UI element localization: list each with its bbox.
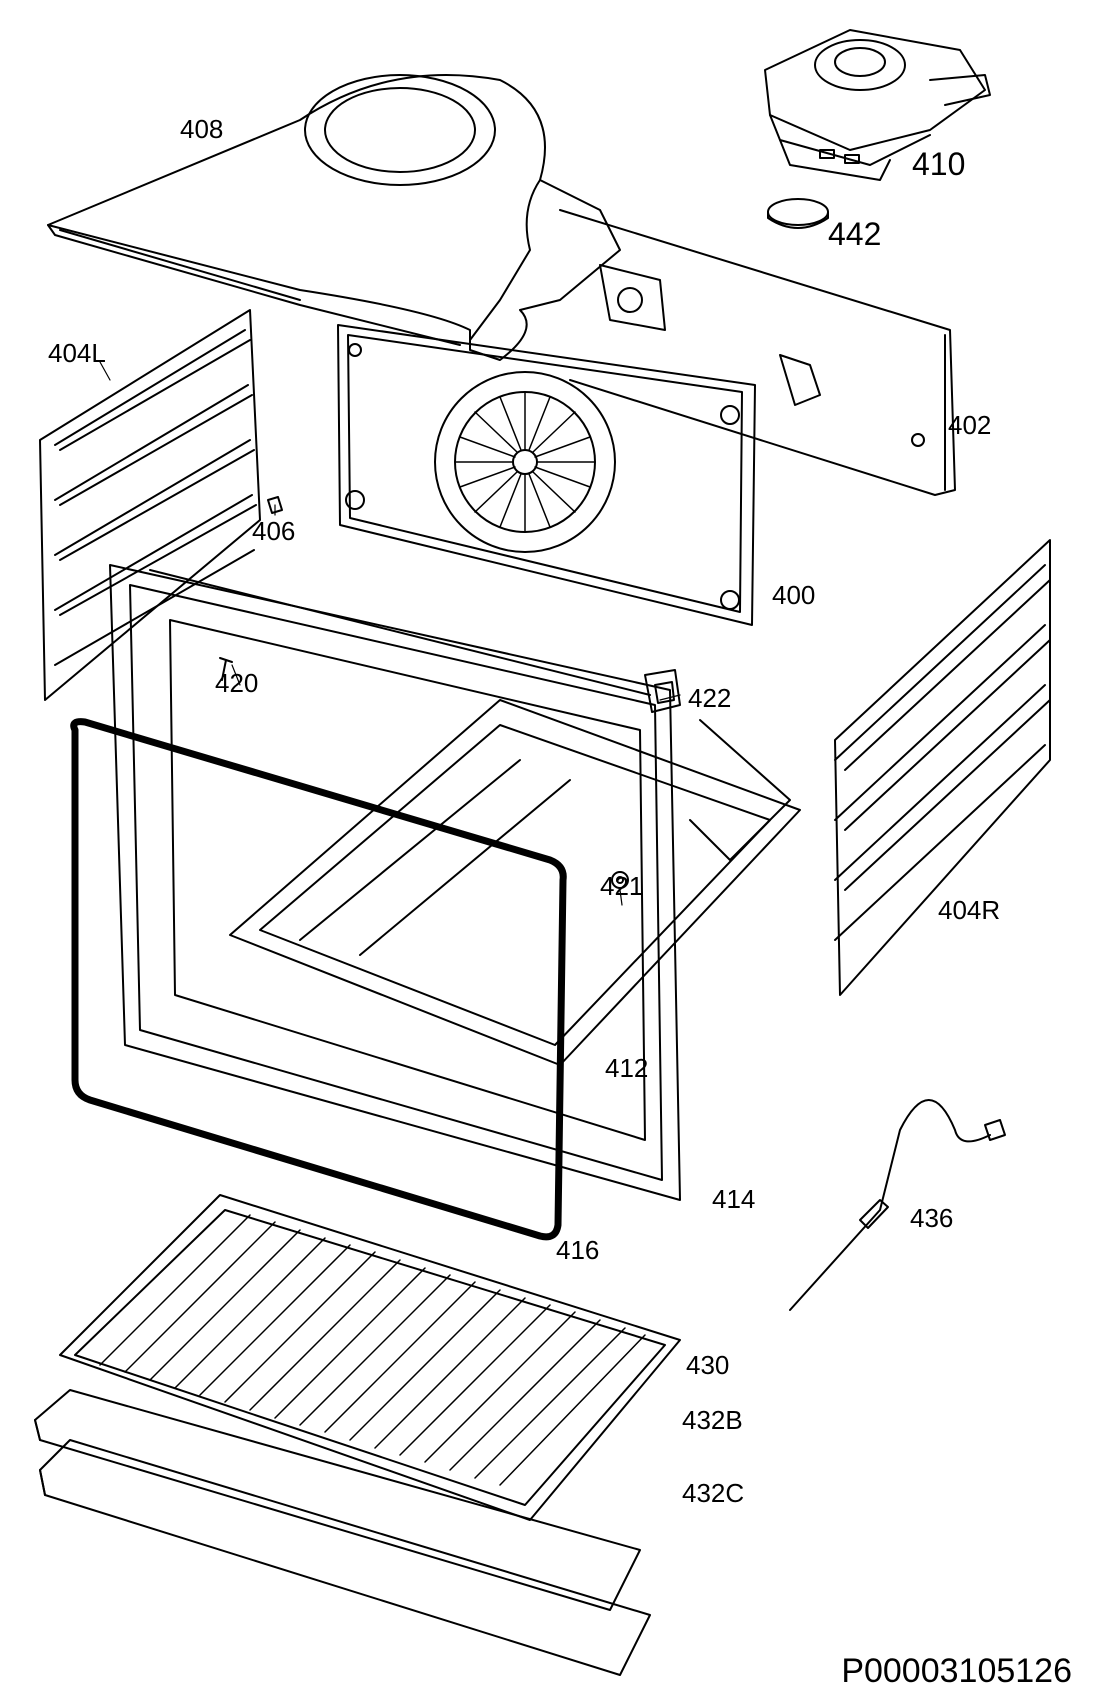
label-412: 412 [605, 1053, 649, 1083]
label-404L: 404L [48, 338, 106, 368]
label-420: 420 [215, 668, 259, 698]
label-400: 400 [772, 580, 816, 610]
part-422-lamp-holder [644, 669, 681, 713]
part-404R-right-shelf-support [834, 539, 1051, 996]
label-422: 422 [688, 683, 732, 713]
label-410: 410 [912, 146, 966, 182]
part-412-cavity-rails [229, 699, 801, 1066]
part-400-back-panel [337, 324, 756, 626]
part-421-nut [611, 871, 629, 889]
label-421: 421 [600, 871, 644, 901]
label-432C: 432C [682, 1478, 745, 1508]
label-432B: 432B [682, 1405, 743, 1435]
part-410-fan-motor [764, 29, 991, 181]
part-432C-tray [39, 1439, 651, 1676]
part-406-clip [267, 496, 283, 514]
part-408-fan-cover [47, 74, 621, 361]
part-436-meat-probe [789, 1099, 1006, 1311]
part-430-wire-grid [59, 1194, 681, 1521]
label-436: 436 [910, 1203, 954, 1233]
part-414-cavity-frame [109, 564, 791, 1201]
label-416: 416 [556, 1235, 600, 1265]
part-442-disc [767, 198, 829, 229]
part-404L-left-shelf-support [39, 309, 261, 701]
part-402-rear-bracket [559, 209, 956, 496]
label-404R: 404R [938, 895, 1001, 925]
label-408: 408 [180, 114, 224, 144]
label-430: 430 [686, 1350, 730, 1380]
document-code: P00003105126 [841, 1652, 1072, 1690]
label-402: 402 [948, 410, 992, 440]
label-442: 442 [828, 216, 882, 252]
leader-lines [99, 361, 681, 906]
part-420-screw [219, 657, 233, 681]
part-432B-tray [34, 1389, 641, 1611]
label-406: 406 [252, 516, 296, 546]
part-416-door-gasket [70, 718, 567, 1241]
label-414: 414 [712, 1184, 756, 1214]
